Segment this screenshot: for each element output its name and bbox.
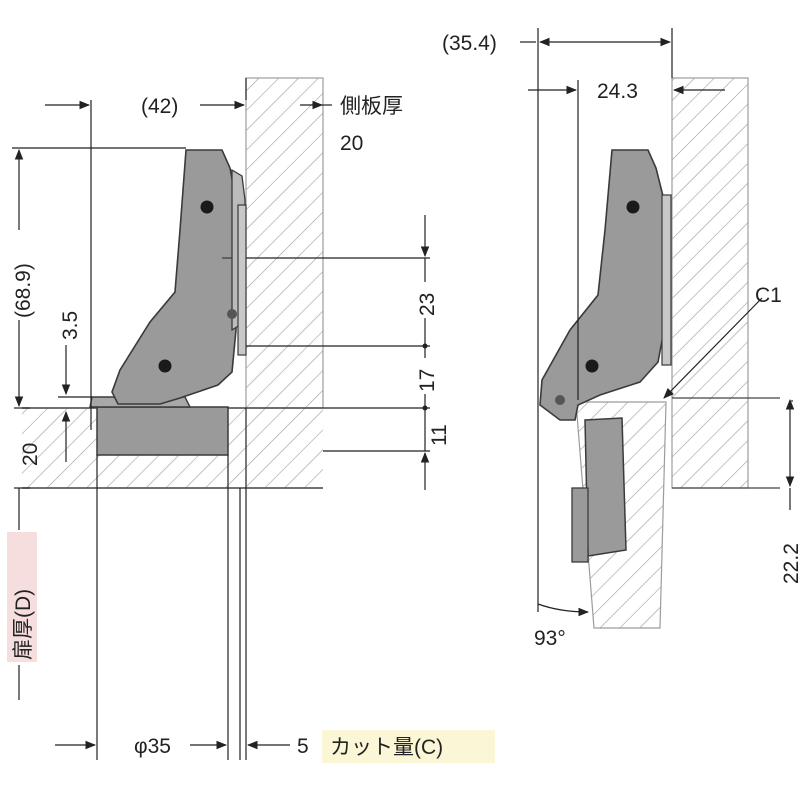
cut-label: カット量(C): [330, 736, 443, 759]
clearance-label: C1: [755, 284, 782, 307]
hinge-cup-opened: [584, 417, 627, 557]
pivot: [555, 395, 565, 405]
cut-value: 5: [297, 735, 309, 758]
dim-outer-width: (35.4): [442, 32, 497, 55]
side-panel-value: 20: [340, 132, 363, 155]
side-panel-right: [671, 77, 749, 489]
dim-door-thickness: 20: [19, 443, 42, 466]
open-angle: 93°: [534, 627, 566, 650]
screw-hole: [200, 200, 214, 214]
left-view: (42) 側板厚 20 (68.9) 3.5 20 23 17: [6, 77, 495, 763]
screw-hole: [626, 200, 640, 214]
angle-arc: [537, 603, 590, 617]
pivot: [227, 309, 237, 319]
hinge-cup: [96, 406, 229, 456]
dim-offset-small: 3.5: [59, 311, 82, 340]
hinge-cup-side: [571, 487, 589, 563]
mounting-plate-edge: [237, 204, 247, 356]
screw-hole: [158, 359, 172, 373]
mounting-plate-right: [661, 194, 672, 366]
dim-height: 22.2: [780, 543, 800, 584]
door-thickness-label: 扉厚(D): [12, 589, 35, 660]
side-panel: [245, 77, 324, 409]
side-panel-label: 側板厚: [340, 95, 403, 118]
hinge-arm-right: [539, 149, 665, 421]
dim-mount-lower: 17: [416, 369, 439, 392]
dim-mount-upper: 23: [416, 293, 439, 316]
dim-overall-height: (68.9): [12, 263, 35, 318]
dim-inner-width: 24.3: [597, 80, 638, 103]
dim-top-width: (42): [141, 95, 178, 118]
cup-diameter: φ35: [134, 735, 171, 758]
door-thickness-label-box: [7, 532, 37, 662]
right-view: (35.4) 24.3 C1 22.2 93°: [442, 28, 800, 650]
screw-hole: [585, 359, 599, 373]
dim-cup-depth: 11: [428, 424, 451, 446]
cut-label-box: [322, 730, 495, 763]
hinge-arm: [111, 149, 237, 405]
